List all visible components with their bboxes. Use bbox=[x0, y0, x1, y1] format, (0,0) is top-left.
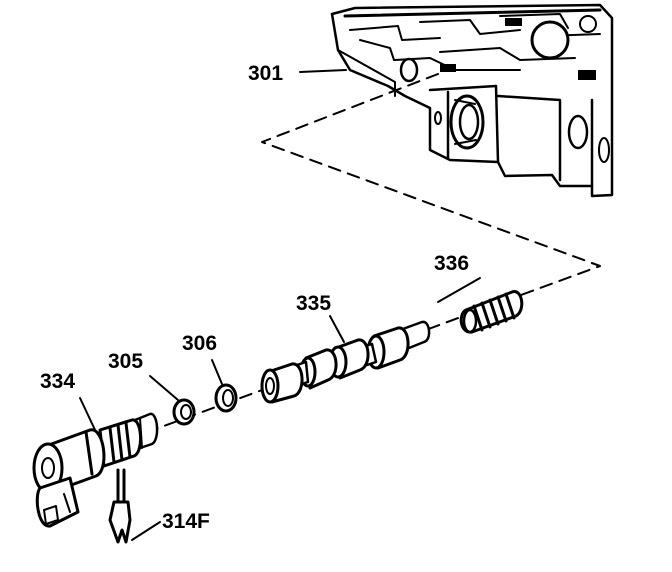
callout-336: 336 bbox=[434, 252, 469, 275]
valve-spool-335 bbox=[260, 315, 431, 404]
callout-334: 334 bbox=[40, 370, 75, 393]
leader-301 bbox=[299, 69, 347, 73]
callout-305: 305 bbox=[108, 350, 143, 373]
spring-336 bbox=[437, 277, 524, 334]
callout-335: 335 bbox=[296, 292, 331, 315]
callout-306: 306 bbox=[182, 332, 217, 355]
oring-306 bbox=[211, 359, 238, 413]
oring-305 bbox=[149, 375, 196, 426]
clip-314f bbox=[108, 468, 161, 544]
callout-301: 301 bbox=[248, 62, 283, 85]
callout-314f: 314F bbox=[162, 510, 210, 533]
solenoid-334 bbox=[32, 397, 159, 528]
valve-body-housing bbox=[330, 3, 614, 198]
